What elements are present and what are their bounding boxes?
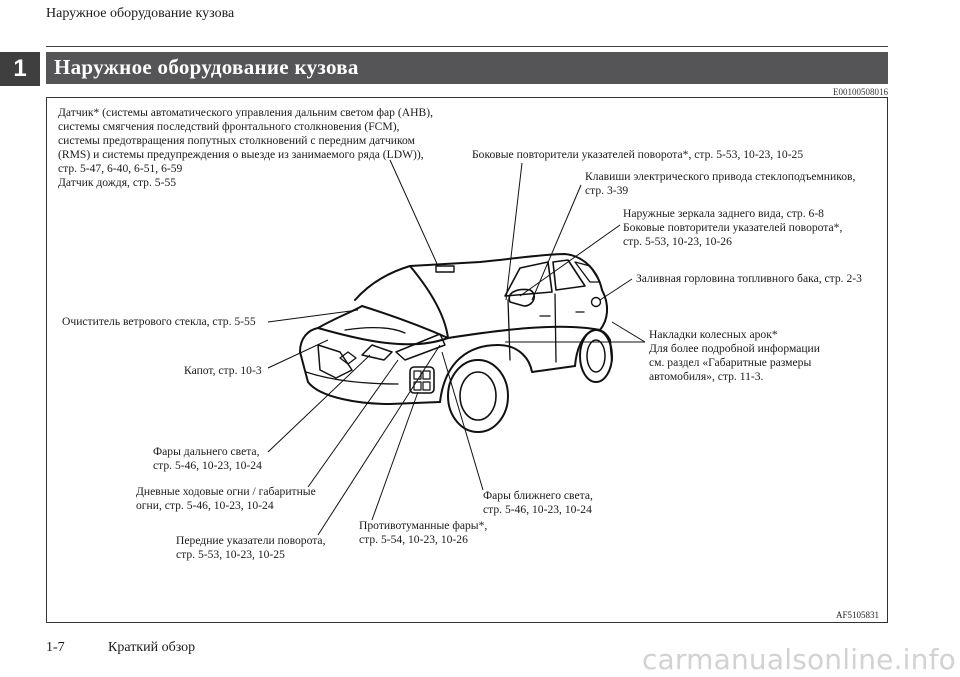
document-code: E00100508016 — [833, 87, 888, 97]
figure-code: AF5105831 — [836, 610, 880, 620]
chapter-number-tab: 1 — [0, 52, 40, 86]
callout-fog: Противотуманные фары*, стр. 5-54, 10-23,… — [359, 519, 488, 546]
callout-hood: Капот, стр. 10-3 — [184, 364, 262, 377]
callout-drl: Дневные ходовые огни / габаритные огни, … — [136, 485, 316, 512]
callout-side-repeaters: Боковые повторители указателей поворота*… — [472, 148, 804, 161]
section-banner: Наружное оборудование кузова — [46, 52, 888, 84]
running-title: Наружное оборудование кузова — [46, 6, 235, 21]
callout-window-switches: Клавиши электрического привода стеклопод… — [585, 170, 856, 197]
callout-wiper: Очиститель ветрового стекла, стр. 5-55 — [62, 315, 256, 328]
car-body — [299, 253, 613, 433]
page-number: 1-7 — [46, 640, 65, 655]
illustration-frame — [46, 97, 888, 623]
header-rule — [46, 46, 888, 47]
callout-mirrors: Наружные зеркала заднего вида, стр. 6-8 … — [623, 207, 843, 248]
watermark: carmanualsonline.info — [641, 643, 956, 676]
callout-high-beam: Фары дальнего света, стр. 5-46, 10-23, 1… — [153, 445, 262, 472]
callout-low-beam: Фары ближнего света, стр. 5-46, 10-23, 1… — [483, 489, 593, 516]
callout-front-turn: Передние указатели поворота, стр. 5-53, … — [176, 534, 326, 561]
callout-fuel-filler: Заливная горловина топливного бака, стр.… — [636, 272, 862, 285]
leader-lines — [267, 159, 646, 536]
section-title: Наружное оборудование кузова — [54, 55, 359, 79]
footer-chapter-title: Краткий обзор — [108, 640, 196, 655]
callout-sensor: Датчик* (системы автоматического управле… — [58, 106, 433, 189]
callout-wheel-arch: Накладки колесных арок* Для более подроб… — [649, 328, 820, 383]
